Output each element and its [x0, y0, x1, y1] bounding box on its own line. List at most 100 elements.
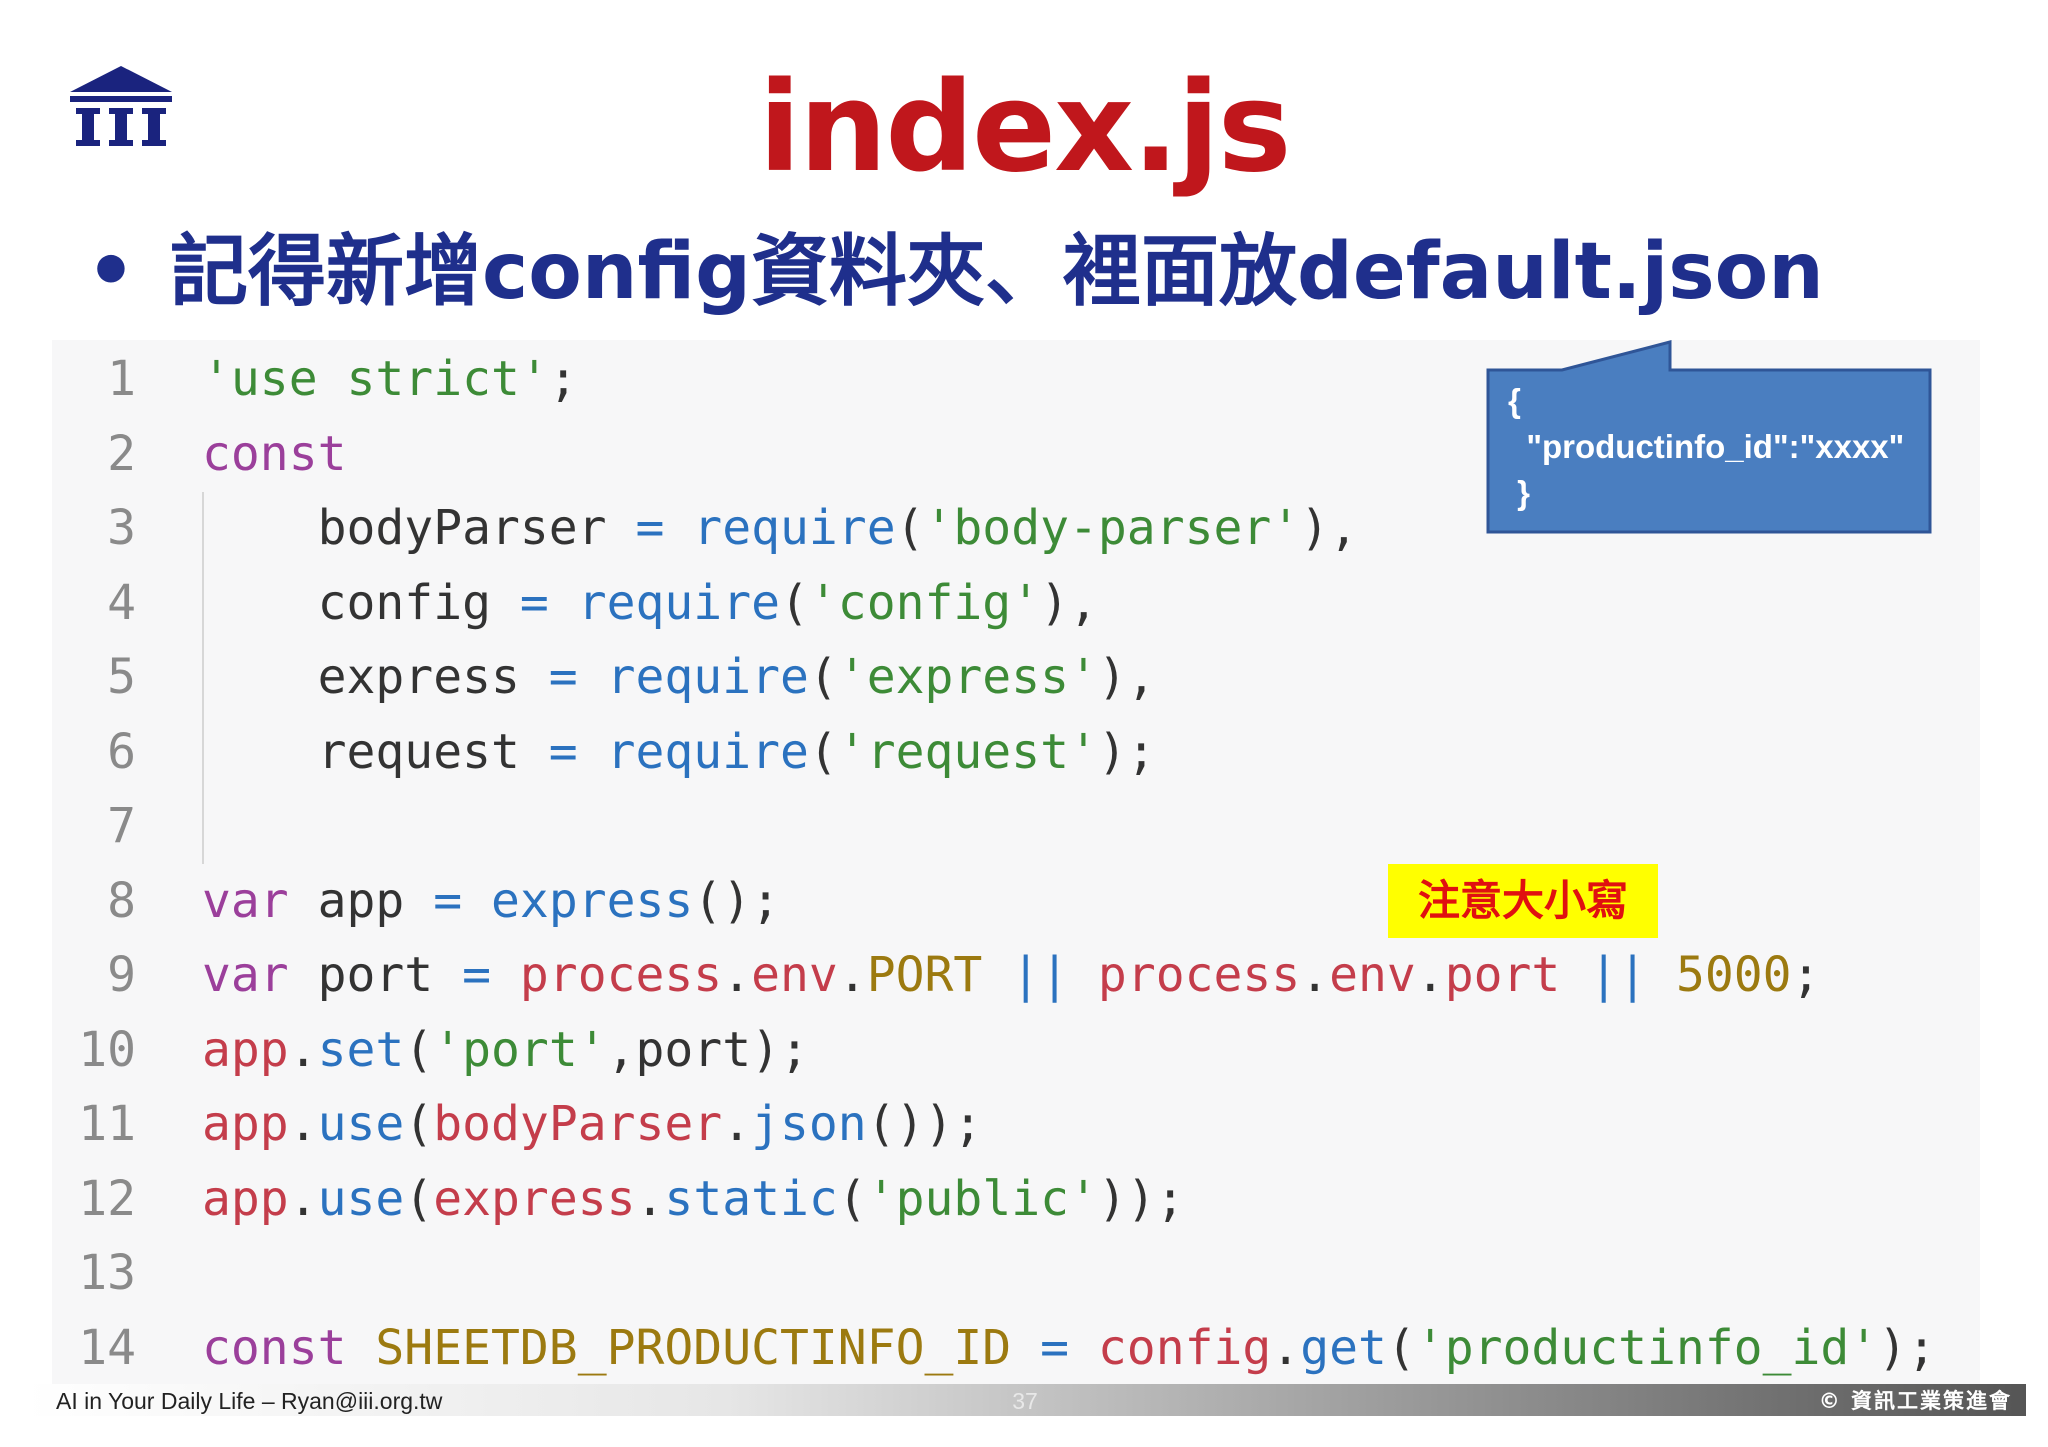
code-token: (: [1386, 1319, 1416, 1376]
code-token: ),: [1097, 649, 1156, 705]
code-text: var port = process.env.PORT || process.e…: [202, 938, 1820, 1012]
code-token: bodyParser: [433, 1096, 723, 1152]
code-line: 12 app.use(express.static('public'));: [52, 1162, 1980, 1236]
page-number: 37: [1012, 1388, 1038, 1414]
code-token: [1069, 1320, 1098, 1376]
code-token: 5000: [1675, 947, 1792, 1003]
code-line: 13: [52, 1236, 1980, 1310]
code-token: config: [1097, 1319, 1272, 1376]
line-number: 4: [107, 574, 136, 631]
code-token: =: [548, 723, 578, 780]
code-token: [1647, 947, 1676, 1003]
code-token: (: [837, 1170, 867, 1227]
code-token: .: [288, 1170, 318, 1227]
code-token: ||: [1589, 947, 1648, 1003]
code-token: );: [1878, 1319, 1936, 1376]
code-line: 7: [52, 789, 1980, 863]
line-number: 2: [107, 425, 136, 482]
code-token: ),: [1040, 574, 1098, 631]
code-line: 1 'use strict';: [52, 342, 1980, 416]
code-token: .: [1271, 1319, 1301, 1376]
code-token: express: [433, 1170, 636, 1227]
code-line: 6 request = require('request');: [52, 715, 1980, 789]
code-token: [578, 724, 607, 780]
code-token: bodyParser: [202, 500, 636, 556]
code-token: app: [288, 872, 434, 929]
code-token: .: [1300, 947, 1330, 1003]
code-token: ),: [1300, 500, 1358, 556]
code-token: 'port': [433, 1021, 607, 1078]
code-token: (: [780, 574, 809, 631]
code-token: 'express': [837, 649, 1098, 705]
code-token: config: [202, 574, 520, 631]
line-number: 9: [107, 947, 136, 1003]
code-token: 'body-parser': [924, 500, 1301, 556]
code-token: .: [288, 1021, 318, 1078]
code-token: (: [404, 1170, 434, 1227]
code-token: =: [635, 500, 665, 556]
code-token: port: [288, 947, 463, 1003]
code-token: express: [202, 649, 549, 705]
code-token: =: [1040, 1319, 1069, 1376]
bullet-marker: •: [86, 227, 136, 317]
code-token: (: [404, 1021, 434, 1078]
code-token: ;: [548, 351, 578, 407]
code-token: [462, 873, 491, 929]
code-token: =: [548, 649, 578, 705]
code-token: env: [1329, 947, 1416, 1003]
code-token: require: [577, 574, 780, 631]
code-text: app.use(bodyParser.json());: [202, 1087, 982, 1161]
code-token: .: [722, 947, 752, 1003]
code-token: [1560, 947, 1589, 1003]
code-token: require: [693, 500, 896, 556]
code-token: port: [1444, 947, 1561, 1003]
code-token: ();: [693, 872, 781, 929]
code-line: 9 var port = process.env.PORT || process.…: [52, 938, 1980, 1012]
code-token: .: [288, 1096, 318, 1152]
code-token: SHEETDB_PRODUCTINFO_ID: [375, 1319, 1012, 1376]
code-token: request: [202, 723, 549, 780]
code-token: ||: [1011, 947, 1070, 1003]
code-token: (: [808, 649, 838, 705]
code-token: ());: [866, 1096, 983, 1152]
code-token: =: [519, 574, 549, 631]
code-text: var app = express();: [202, 864, 780, 938]
code-token: =: [462, 947, 491, 1003]
line-number: 10: [78, 1021, 136, 1078]
code-token: 'use strict': [202, 351, 549, 407]
code-token: set: [317, 1021, 405, 1078]
code-line: 4 config = require('config'),: [52, 566, 1980, 640]
code-token: [1011, 1320, 1040, 1376]
code-text: app.use(express.static('public'));: [202, 1162, 1185, 1236]
code-text: 'use strict';: [202, 342, 578, 416]
code-line: 5 express = require('express'),: [52, 640, 1980, 714]
indent-guide: [202, 492, 204, 864]
code-token: get: [1300, 1319, 1387, 1376]
iii-institute-logo-icon: [70, 66, 172, 146]
line-number: 7: [107, 798, 136, 854]
code-token: );: [1097, 723, 1156, 780]
code-text: bodyParser = require('body-parser'),: [202, 491, 1358, 565]
code-token: app: [202, 1170, 289, 1227]
code-text: const SHEETDB_PRODUCTINFO_ID = config.ge…: [202, 1311, 1936, 1385]
code-token: [1069, 947, 1098, 1003]
case-sensitive-note: 注意大小寫: [1388, 864, 1658, 938]
code-token: =: [433, 872, 463, 929]
code-token: process: [1097, 947, 1301, 1003]
code-token: [491, 947, 520, 1003]
code-text: express = require('express'),: [202, 640, 1156, 714]
code-token: .: [722, 1096, 752, 1152]
code-token: [982, 947, 1011, 1003]
code-token: .: [635, 1170, 665, 1227]
code-text: app.set('port',port);: [202, 1013, 809, 1087]
json-callout-bubble: [1486, 340, 1932, 534]
code-token: (: [404, 1096, 434, 1152]
line-number: 12: [78, 1170, 136, 1227]
code-token: static: [664, 1170, 838, 1227]
code-line: 3 bodyParser = require('body-parser'),: [52, 491, 1980, 565]
code-token: [664, 500, 693, 556]
line-number: 1: [107, 351, 136, 407]
